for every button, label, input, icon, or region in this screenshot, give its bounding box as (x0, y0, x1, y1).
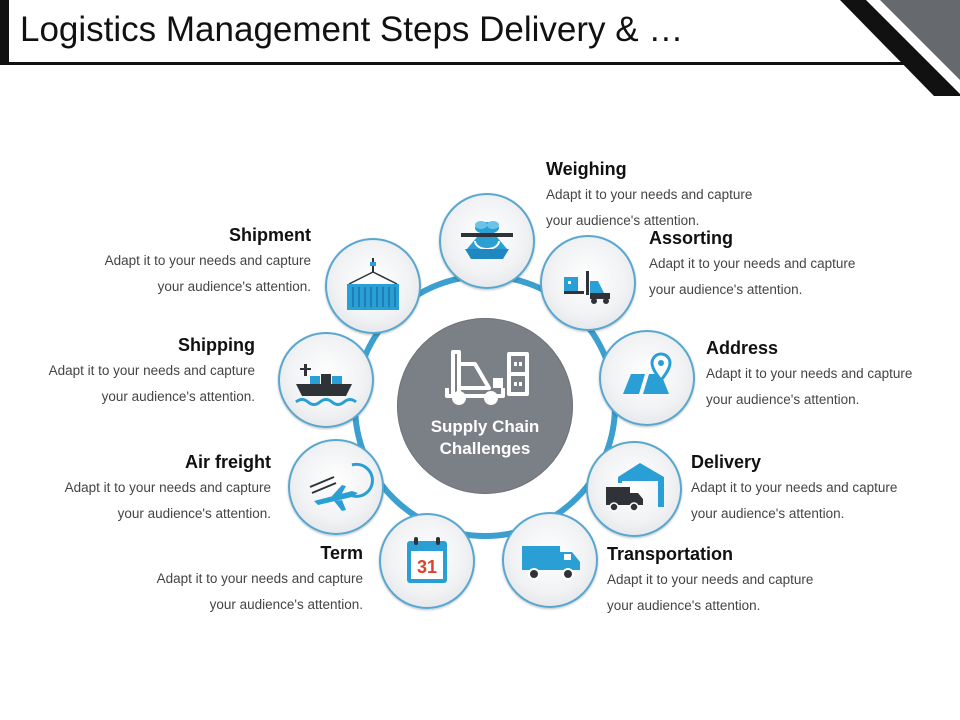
node-shipping (278, 332, 374, 428)
step-description-line2: your audience's attention. (157, 279, 311, 294)
slide-title: Logistics Management Steps Delivery & … (20, 10, 684, 49)
step-label-assorting: Assorting Adapt it to your needs and cap… (649, 227, 855, 303)
step-heading: Assorting (649, 228, 734, 248)
step-heading: Delivery (691, 452, 762, 472)
scale-icon (461, 221, 513, 259)
step-heading: Term (320, 543, 363, 563)
step-description-line1: Adapt it to your needs and capture (104, 253, 311, 268)
step-description-line2: your audience's attention. (101, 389, 255, 404)
step-description-line1: Adapt it to your needs and capture (48, 363, 255, 378)
calendar-day: 31 (417, 557, 437, 577)
node-delivery (586, 441, 682, 537)
node-term: 31 (379, 513, 475, 609)
step-description-line1: Adapt it to your needs and capture (156, 571, 363, 586)
step-heading: Shipping (178, 335, 255, 355)
step-label-air-freight: Air freight Adapt it to your needs and c… (65, 451, 271, 527)
step-label-address: Address Adapt it to your needs and captu… (706, 337, 912, 413)
step-heading: Transportation (607, 544, 734, 564)
node-shipment (325, 238, 421, 334)
slide-header: Logistics Management Steps Delivery & … (0, 0, 960, 65)
hub-label-line1: Supply Chain (430, 417, 540, 436)
step-description-line1: Adapt it to your needs and capture (546, 187, 753, 202)
forklift-warehouse-icon (445, 350, 529, 405)
warehouse-truck-icon (606, 463, 664, 512)
node-transportation (502, 512, 598, 608)
calendar-icon: 31 (407, 537, 447, 583)
step-description-line2: your audience's attention. (117, 506, 271, 521)
step-heading: Address (706, 338, 779, 358)
step-label-transportation: Transportation Adapt it to your needs an… (607, 543, 813, 619)
hub-label-line2: Challenges (439, 439, 531, 458)
step-description-line2: your audience's attention. (209, 597, 363, 612)
corner-decoration (840, 0, 960, 96)
step-label-shipping: Shipping Adapt it to your needs and capt… (49, 334, 255, 410)
step-label-weighing: Weighing Adapt it to your needs and capt… (546, 158, 752, 234)
step-description-line1: Adapt it to your needs and capture (649, 256, 856, 271)
title-accent-bar (0, 0, 9, 64)
container-icon (347, 258, 399, 310)
node-address (599, 330, 695, 426)
step-heading: Shipment (228, 225, 311, 245)
step-description-line2: your audience's attention. (546, 213, 700, 228)
map-pin-icon (623, 352, 672, 394)
step-description-line1: Adapt it to your needs and capture (706, 366, 913, 381)
step-description-line1: Adapt it to your needs and capture (64, 480, 271, 495)
hub-circle (397, 318, 573, 494)
node-air-freight (288, 439, 384, 535)
airplane-icon (309, 462, 374, 511)
step-label-term: Term Adapt it to your needs and capture … (157, 542, 363, 618)
step-description-line1: Adapt it to your needs and capture (691, 480, 898, 495)
step-description-line1: Adapt it to your needs and capture (607, 572, 814, 587)
step-description-line2: your audience's attention. (649, 282, 803, 297)
step-label-shipment: Shipment Adapt it to your needs and capt… (105, 224, 311, 300)
node-weighing (439, 193, 535, 289)
title-underline (0, 62, 905, 65)
cargo-ship-icon (295, 364, 357, 406)
van-icon (522, 546, 580, 580)
step-heading: Weighing (546, 159, 627, 179)
step-heading: Air freight (184, 452, 271, 472)
node-assorting (540, 235, 636, 331)
step-description-line2: your audience's attention. (691, 506, 845, 521)
step-description-line2: your audience's attention. (706, 392, 860, 407)
forklift-icon (564, 271, 610, 304)
hub-label: Supply Chain Challenges (397, 416, 573, 460)
step-description-line2: your audience's attention. (607, 598, 761, 613)
step-label-delivery: Delivery Adapt it to your needs and capt… (691, 451, 897, 527)
